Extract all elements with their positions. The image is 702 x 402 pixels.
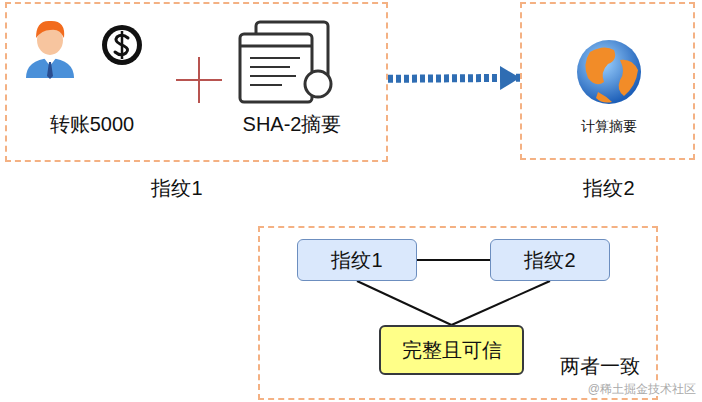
source-group: 转账5000SHA-2摘要指纹1: [5, 2, 388, 162]
flow-arrow: [388, 74, 520, 83]
compare-line: [452, 281, 551, 325]
node-label: 指纹1: [331, 248, 382, 272]
dollar-icon: [102, 25, 142, 65]
group-heading: 指纹2: [583, 176, 634, 200]
watermark: @稀土掘金技术社区: [586, 382, 698, 396]
compare-group: 指纹1 指纹2 完整且可信两者一致: [258, 226, 658, 400]
node-label: 计算摘要: [581, 118, 637, 135]
process-box: 指纹1: [297, 239, 417, 281]
process-box: 指纹2: [490, 239, 610, 281]
compare-line: [417, 259, 490, 261]
result-box: 完整且可信: [379, 325, 524, 375]
plus-sign: [176, 57, 222, 103]
node-label: 完整且可信: [402, 338, 502, 362]
person-icon: [26, 21, 74, 79]
group-note: 两者一致: [560, 354, 640, 378]
globe-icon: [577, 40, 641, 104]
node-label: SHA-2摘要: [243, 112, 342, 136]
group-heading: 指纹1: [151, 176, 202, 200]
node-label: 指纹2: [524, 248, 575, 272]
document-icon: [240, 22, 331, 102]
target-group: 计算摘要指纹2: [520, 2, 695, 160]
compare-line: [357, 281, 452, 325]
node-label: 转账5000: [50, 112, 135, 136]
